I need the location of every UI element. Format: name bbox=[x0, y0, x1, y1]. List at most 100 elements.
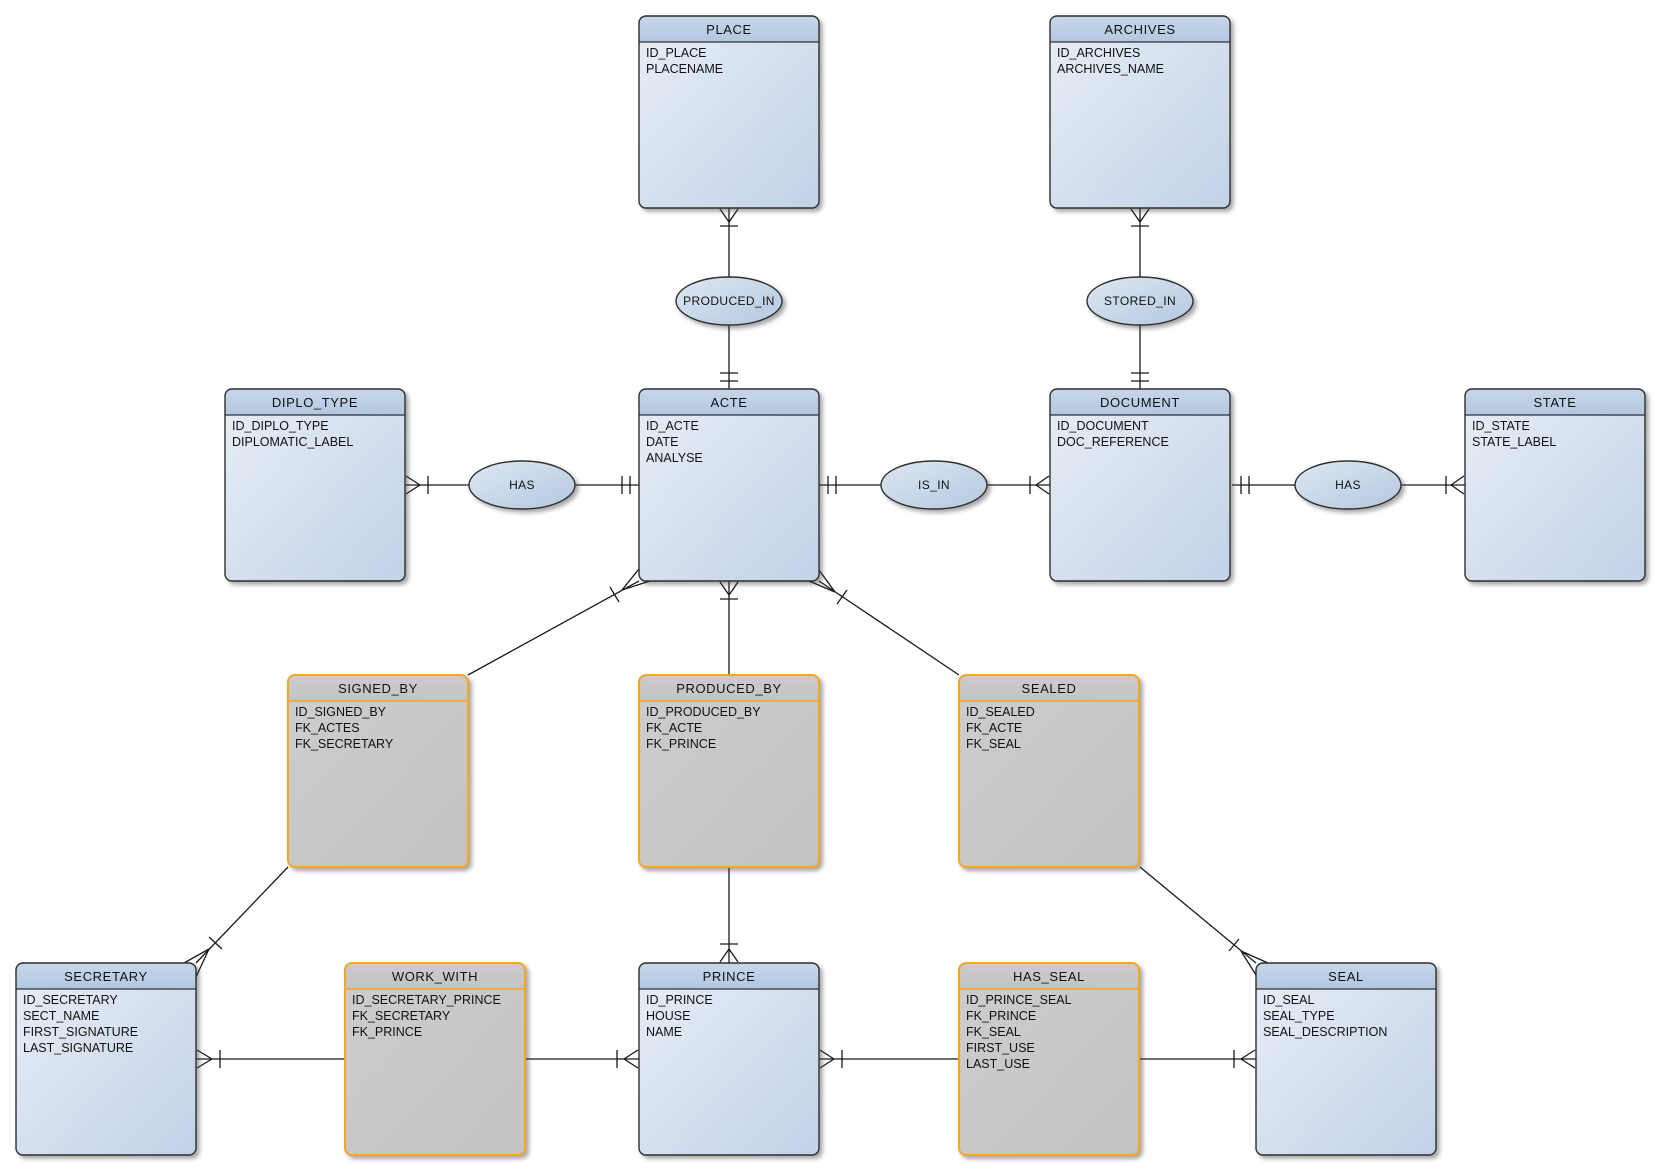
connector-acte-sealed[interactable] bbox=[808, 569, 960, 676]
entity-title: ARCHIVES bbox=[1104, 22, 1175, 37]
crows-foot-secretary-end bbox=[183, 936, 223, 978]
entity-header bbox=[639, 389, 819, 415]
entity-header bbox=[16, 963, 196, 989]
entity-attribute: ID_ACTE bbox=[646, 419, 699, 433]
entity-attribute: SEAL_TYPE bbox=[1263, 1009, 1335, 1023]
junction-border bbox=[344, 962, 526, 1156]
junction-body bbox=[288, 675, 468, 867]
entity-body bbox=[1050, 389, 1230, 581]
junction-header bbox=[959, 963, 1139, 989]
entity-header bbox=[1256, 963, 1436, 989]
junction-work-with[interactable]: WORK_WITH ID_SECRETARY_PRINCE FK_SECRETA… bbox=[344, 962, 526, 1156]
entity-diplo-type[interactable]: DIPLO_TYPE ID_DIPLO_TYPE DIPLOMATIC_LABE… bbox=[224, 388, 406, 582]
relationship-stored-in[interactable]: STORED_IN bbox=[1086, 276, 1194, 326]
entity-attribute: HOUSE bbox=[646, 1009, 690, 1023]
junction-attribute: FK_SEAL bbox=[966, 737, 1021, 751]
crows-foot-acte-end bbox=[719, 581, 739, 600]
connector-secretary-work_with[interactable] bbox=[196, 1049, 345, 1069]
relationship-label: PRODUCED_IN bbox=[683, 294, 775, 308]
junction-produced-by[interactable]: PRODUCED_BY ID_PRODUCED_BY FK_ACTE FK_PR… bbox=[638, 674, 820, 868]
entity-prince[interactable]: PRINCE ID_PRINCE HOUSE NAME bbox=[638, 962, 820, 1156]
entity-title: SEAL bbox=[1328, 969, 1364, 984]
relationship-has-diplo-acte[interactable]: HAS bbox=[468, 460, 576, 510]
junction-attribute: FK_ACTE bbox=[646, 721, 702, 735]
connector-has_seal-seal[interactable] bbox=[1139, 1049, 1256, 1069]
connector-diplo_type-has-acte[interactable] bbox=[405, 475, 639, 495]
relationship-produced-in[interactable]: PRODUCED_IN bbox=[675, 276, 783, 326]
junction-has-seal[interactable]: HAS_SEAL ID_PRINCE_SEAL FK_PRINCE FK_SEA… bbox=[958, 962, 1140, 1156]
crows-foot-prince-end bbox=[719, 943, 739, 963]
entity-attribute: ID_ARCHIVES bbox=[1057, 46, 1140, 60]
connector-line bbox=[1139, 866, 1257, 964]
entity-document[interactable]: DOCUMENT ID_DOCUMENT DOC_REFERENCE bbox=[1049, 388, 1231, 582]
entity-header bbox=[1050, 389, 1230, 415]
entity-attribute: ID_DOCUMENT bbox=[1057, 419, 1149, 433]
connector-work_with-prince[interactable] bbox=[525, 1049, 639, 1069]
junction-title: HAS_SEAL bbox=[1013, 969, 1085, 984]
junction-attribute: ID_SECRETARY_PRINCE bbox=[352, 993, 501, 1007]
entity-attribute: ARCHIVES_NAME bbox=[1057, 62, 1164, 76]
entity-header bbox=[639, 16, 819, 42]
connector-document-has-state[interactable] bbox=[1232, 475, 1465, 495]
connector-prince-has_seal[interactable] bbox=[819, 1049, 959, 1069]
junction-signed-by[interactable]: SIGNED_BY ID_SIGNED_BY FK_ACTES FK_SECRE… bbox=[287, 674, 469, 868]
relationship-ellipse bbox=[1294, 460, 1402, 510]
junction-attribute: FK_ACTE bbox=[966, 721, 1022, 735]
entity-header bbox=[639, 963, 819, 989]
crows-foot-prince-end bbox=[819, 1049, 843, 1069]
junction-attribute: ID_PRINCE_SEAL bbox=[966, 993, 1072, 1007]
crows-foot-acte-end bbox=[808, 569, 848, 605]
junction-attribute: FK_ACTES bbox=[295, 721, 360, 735]
entity-seal[interactable]: SEAL ID_SEAL SEAL_TYPE SEAL_DESCRIPTION bbox=[1255, 962, 1437, 1156]
connector-sealed-seal[interactable] bbox=[1139, 866, 1269, 976]
entity-title: DOCUMENT bbox=[1100, 395, 1180, 410]
relationship-has-document-state[interactable]: HAS bbox=[1294, 460, 1402, 510]
junction-title: PRODUCED_BY bbox=[676, 681, 782, 696]
entity-attribute: ID_STATE bbox=[1472, 419, 1530, 433]
entity-title: SECRETARY bbox=[64, 969, 148, 984]
entity-secretary[interactable]: SECRETARY ID_SECRETARY SECT_NAME FIRST_S… bbox=[15, 962, 197, 1156]
entity-header bbox=[225, 389, 405, 415]
relationship-label: HAS bbox=[1335, 478, 1361, 492]
relationship-ellipse bbox=[675, 276, 783, 326]
entity-border bbox=[15, 962, 197, 1156]
junction-sealed[interactable]: SEALED ID_SEALED FK_ACTE FK_SEAL bbox=[958, 674, 1140, 868]
entity-title: DIPLO_TYPE bbox=[272, 395, 358, 410]
entity-attribute: DIPLOMATIC_LABEL bbox=[232, 435, 353, 449]
connector-acte-produced_by[interactable] bbox=[719, 581, 739, 675]
junction-attribute: FK_SEAL bbox=[966, 1025, 1021, 1039]
entity-body bbox=[1465, 389, 1645, 581]
connector-produced_by-prince[interactable] bbox=[719, 867, 739, 963]
entity-body bbox=[639, 16, 819, 208]
junction-border bbox=[638, 674, 820, 868]
entity-border bbox=[1464, 388, 1646, 582]
connector-acte-signed_by[interactable] bbox=[467, 568, 651, 676]
junction-attribute: FK_PRINCE bbox=[646, 737, 716, 751]
entity-place[interactable]: PLACE ID_PLACE PLACENAME bbox=[638, 15, 820, 209]
crows-foot-secretary-end bbox=[196, 1049, 221, 1069]
entity-archives[interactable]: ARCHIVES ID_ARCHIVES ARCHIVES_NAME bbox=[1049, 15, 1231, 209]
entity-body bbox=[1256, 963, 1436, 1155]
junction-attribute: FK_PRINCE bbox=[352, 1025, 422, 1039]
connector-place-produced_in-acte[interactable] bbox=[719, 208, 739, 389]
entity-attribute: ID_SECRETARY bbox=[23, 993, 118, 1007]
connector-acte-is_in-document[interactable] bbox=[819, 475, 1050, 495]
entity-body bbox=[16, 963, 196, 1155]
junction-border bbox=[958, 962, 1140, 1156]
entity-attribute: DATE bbox=[646, 435, 678, 449]
entity-attribute: SECT_NAME bbox=[23, 1009, 99, 1023]
relationship-label: IS_IN bbox=[918, 478, 950, 492]
entity-title: ACTE bbox=[710, 395, 747, 410]
relationship-ellipse bbox=[468, 460, 576, 510]
entity-acte[interactable]: ACTE ID_ACTE DATE ANALYSE bbox=[638, 388, 820, 582]
entity-attribute: ANALYSE bbox=[646, 451, 703, 465]
relationship-is-in[interactable]: IS_IN bbox=[880, 460, 988, 510]
double-bar-document-end bbox=[1240, 476, 1250, 494]
entity-attribute: ID_PRINCE bbox=[646, 993, 713, 1007]
entity-state[interactable]: STATE ID_STATE STATE_LABEL bbox=[1464, 388, 1646, 582]
double-bar-acte-end bbox=[621, 476, 631, 494]
junction-attribute: ID_PRODUCED_BY bbox=[646, 705, 761, 719]
connector-signed_by-secretary[interactable] bbox=[183, 866, 289, 978]
connector-archives-stored_in-document[interactable] bbox=[1130, 208, 1150, 389]
relationship-ellipse bbox=[1086, 276, 1194, 326]
